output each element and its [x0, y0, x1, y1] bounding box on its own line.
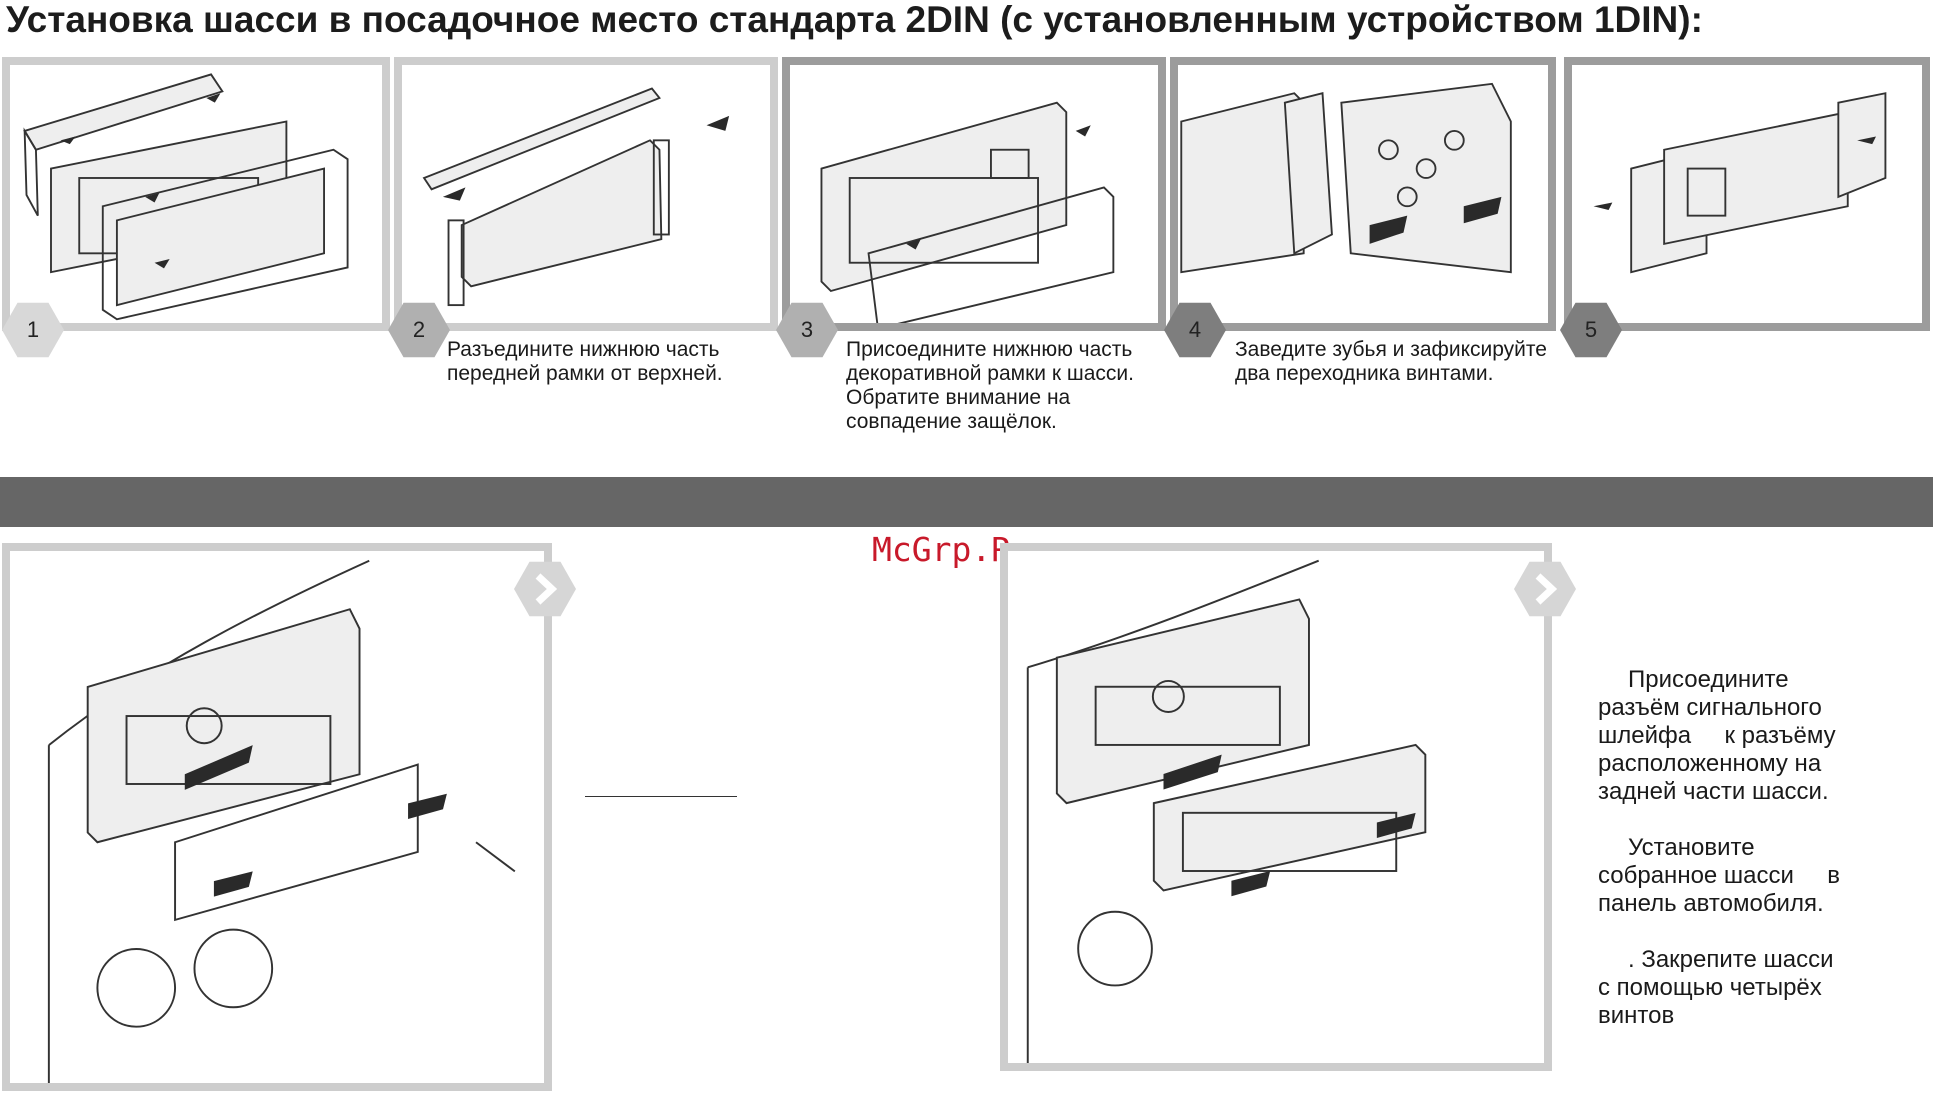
- step-3-caption-line: совпадение защёлок.: [846, 410, 1057, 433]
- installation-instructions: Присоедините разъём сигнального шлейфа к…: [1598, 666, 1928, 1058]
- instruction-line: Присоедините: [1628, 666, 1789, 693]
- front-frame-drawing: [23, 73, 349, 321]
- step-2-illustration: [394, 57, 778, 331]
- chevron-right-icon: [535, 573, 558, 605]
- instruction-line: шлейфа к разъёму: [1598, 722, 1836, 749]
- instruction-line: задней части шасси.: [1598, 778, 1829, 805]
- dashboard-install-drawing-right: [1026, 559, 1427, 1063]
- step-2-badge: 2: [388, 302, 450, 358]
- frame-split-drawing: [422, 87, 730, 307]
- next-step-chevron: [1514, 561, 1576, 617]
- step-4-caption: Заведите зубья и зафиксируйте два перехо…: [1235, 338, 1547, 386]
- instruction-line: собранное шасси в: [1598, 862, 1841, 889]
- instruction-3: . Закрепите шасси с помощью четырёх винт…: [1598, 946, 1928, 1030]
- instruction-line: . Закрепите шасси: [1628, 946, 1834, 973]
- step-5-number: 5: [1584, 317, 1598, 342]
- step-2-number: 2: [412, 317, 426, 342]
- instruction-2: Установите собранное шасси в панель авто…: [1598, 834, 1928, 918]
- install-illustration-left: [2, 543, 552, 1091]
- instruction-line: с помощью четырёх: [1598, 974, 1822, 1001]
- chassis-frame-drawing: [820, 101, 1115, 323]
- step-3-caption-line: Присоедините нижнюю часть: [846, 338, 1133, 361]
- step-4-badge: 4: [1164, 302, 1226, 358]
- step-3-illustration: [782, 57, 1166, 331]
- step-3-caption-line: Обратите внимание на: [846, 386, 1071, 409]
- instruction-line: Установите: [1628, 834, 1755, 861]
- instruction-line: расположенному на: [1598, 750, 1822, 777]
- step-3-number: 3: [800, 317, 814, 342]
- step-2-caption: Разъедините нижнюю часть передней рамки …: [447, 338, 723, 386]
- step-2-caption-line: передней рамки от верхней.: [447, 362, 723, 385]
- step-1-number: 1: [26, 317, 40, 342]
- step-4-caption-line: Заведите зубья и зафиксируйте: [1235, 338, 1547, 361]
- step-2-caption-line: Разъедините нижнюю часть: [447, 338, 720, 361]
- install-illustration-right: [1000, 543, 1552, 1071]
- section-divider-band: [0, 477, 1933, 527]
- instruction-line: винтов: [1598, 1002, 1675, 1029]
- step-5-badge: 5: [1560, 302, 1622, 358]
- instruction-line: разъём сигнального: [1598, 694, 1822, 721]
- step-1-illustration: [2, 57, 390, 331]
- instruction-1: Присоедините разъём сигнального шлейфа к…: [1598, 666, 1928, 806]
- final-chassis-drawing: [1593, 92, 1887, 274]
- adapter-mount-drawing: [1180, 82, 1512, 274]
- step-5-illustration: [1564, 57, 1930, 331]
- page-title: Установка шасси в посадочное место станд…: [6, 0, 1703, 40]
- step-3-caption: Присоедините нижнюю часть декоративной р…: [846, 338, 1134, 434]
- divider-line: [585, 796, 737, 797]
- step-4-caption-line: два переходника винтами.: [1235, 362, 1494, 385]
- dashboard-install-drawing-left: [47, 559, 516, 1083]
- chevron-right-icon: [1535, 573, 1558, 605]
- step-4-number: 4: [1188, 317, 1202, 342]
- step-3-caption-line: декоративной рамки к шасси.: [846, 362, 1134, 385]
- step-4-illustration: [1170, 57, 1556, 331]
- instruction-line: панель автомобиля.: [1598, 890, 1824, 917]
